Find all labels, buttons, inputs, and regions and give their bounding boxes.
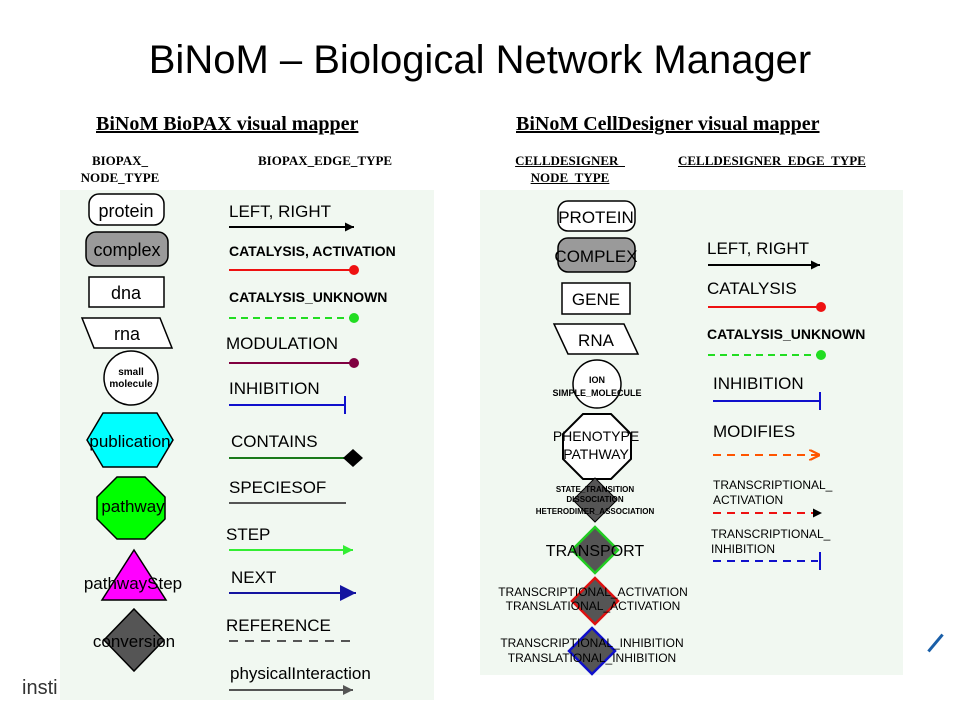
biopax-edge-left-right-label: LEFT, RIGHT	[229, 202, 331, 221]
biopax-node-pathway: pathway	[96, 476, 166, 540]
cd-edge-left-right-label: LEFT, RIGHT	[707, 239, 809, 258]
biopax-edge-speciesof: SPECIESOF	[229, 478, 346, 504]
biopax-edge-left-right: LEFT, RIGHT	[229, 202, 354, 232]
cd-node-transcriptional-inhibition-label: TRANSCRIPTIONAL_INHIBITION	[500, 636, 683, 650]
biopax-edge-next-label: NEXT	[231, 568, 276, 587]
celldesigner-node-header: CELLDESIGNER_ NODE_TYPE	[500, 152, 640, 186]
slide-title: BiNoM – Biological Network Manager	[148, 38, 812, 82]
cd-node-state-transition: STATE_TRANSITION DISSOCIATION HETERODIME…	[536, 477, 655, 523]
footer-org-text: insti	[22, 677, 58, 699]
cd-node-simple-molecule-label: SIMPLE_MOLECULE	[552, 388, 641, 398]
cd-node-translational-inhibition-label: TRANSLATIONAL_INHIBITION	[508, 651, 676, 665]
biopax-edge-header: BIOPAX_EDGE_TYPE	[258, 153, 393, 168]
celldesigner-edge-header: CELLDESIGNER_EDGE_TYPE	[678, 153, 866, 168]
biopax-edge-catalysis-unknown: CATALYSIS_UNKNOWN	[229, 289, 387, 323]
celldesigner-node-header-line2: NODE_TYPE	[530, 170, 610, 185]
cd-node-protein: PROTEIN	[557, 200, 636, 232]
biopax-edge-catalysis-activation-label: CATALYSIS, ACTIVATION	[229, 243, 396, 259]
biopax-node-protein: protein	[88, 193, 165, 226]
cd-edge-transcriptional-activation-label2: ACTIVATION	[713, 493, 783, 507]
cd-node-complex-label: COMPLEX	[554, 247, 637, 266]
biopax-edge-reference-label: REFERENCE	[226, 616, 331, 635]
cd-node-ion-label: ION	[589, 375, 605, 385]
biopax-panel-title: BiNoM BioPAX visual mapper	[96, 113, 359, 135]
cd-node-protein-label: PROTEIN	[558, 208, 634, 227]
cd-edge-transcriptional-activation-label1: TRANSCRIPTIONAL_	[713, 478, 833, 492]
cd-node-dissociation-label: DISSOCIATION	[566, 495, 623, 504]
biopax-edge-inhibition: INHIBITION	[229, 379, 346, 414]
cd-node-ion-simple-molecule: ION SIMPLE_MOLECULE	[552, 359, 642, 409]
biopax-edge-step-label: STEP	[226, 525, 270, 544]
cd-edge-transcriptional-inhibition-label2: INHIBITION	[711, 542, 775, 556]
biopax-edge-inhibition-label: INHIBITION	[229, 379, 320, 398]
biopax-node-rna-label: rna	[114, 324, 141, 344]
biopax-edge-physical-interaction: physicalInteraction	[229, 664, 371, 695]
cd-node-gene: GENE	[561, 282, 631, 315]
cd-node-pathway-label: PATHWAY	[563, 446, 629, 462]
cd-edge-transcriptional-inhibition-label1: TRANSCRIPTIONAL_	[711, 527, 831, 541]
biopax-edge-catalysis-unknown-label: CATALYSIS_UNKNOWN	[229, 289, 387, 305]
biopax-node-conversion: conversion	[93, 607, 175, 673]
cd-node-translational-activation-label: TRANSLATIONAL_ACTIVATION	[506, 599, 681, 613]
cd-edge-catalysis-label: CATALYSIS	[707, 279, 797, 298]
biopax-node-pathwaystep-label: pathwayStep	[84, 574, 182, 593]
cd-node-transcriptional-inhibition: TRANSCRIPTIONAL_INHIBITION TRANSLATIONAL…	[500, 626, 684, 676]
biopax-node-protein-label: protein	[98, 201, 153, 221]
biopax-node-molecule-label: molecule	[109, 379, 153, 390]
biopax-node-publication-label: publication	[89, 432, 170, 451]
cd-node-gene-label: GENE	[572, 290, 620, 309]
celldesigner-node-header-line1: CELLDESIGNER_	[515, 153, 625, 168]
cd-node-transport-label: TRANSPORT	[546, 543, 645, 560]
cd-node-rna: RNA	[552, 323, 640, 355]
cd-edge-transcriptional-activation: TRANSCRIPTIONAL_ ACTIVATION	[713, 478, 833, 518]
cd-node-rna-label: RNA	[578, 331, 615, 350]
cd-node-heterodimer-label: HETERODIMER_ASSOCIATION	[536, 507, 655, 516]
cd-node-transcriptional-activation-label: TRANSCRIPTIONAL_ACTIVATION	[498, 585, 688, 599]
biopax-node-publication: publication	[86, 412, 174, 468]
biopax-edge-reference: REFERENCE	[226, 616, 350, 642]
biopax-node-pathway-label: pathway	[101, 497, 165, 516]
biopax-node-small-molecule: small molecule	[103, 350, 159, 406]
biopax-edge-step: STEP	[226, 525, 353, 555]
biopax-edge-catalysis-activation: CATALYSIS, ACTIVATION	[229, 243, 396, 275]
biopax-edge-physical-interaction-label: physicalInteraction	[230, 664, 371, 683]
biopax-node-complex-label: complex	[93, 240, 160, 260]
cd-edge-modifies-label: MODIFIES	[713, 422, 795, 441]
biopax-node-conversion-label: conversion	[93, 632, 175, 651]
cd-node-phenotype-label: PHENOTYPE	[553, 428, 639, 444]
biopax-node-header: BIOPAX_ NODE_TYPE	[70, 152, 170, 186]
celldesigner-panel-title: BiNoM CellDesigner visual mapper	[516, 113, 820, 135]
cd-edge-catalysis-unknown-label: CATALYSIS_UNKNOWN	[707, 326, 865, 342]
cd-node-complex: COMPLEX	[554, 237, 638, 273]
cd-node-phenotype-pathway: PHENOTYPE PATHWAY	[553, 413, 639, 480]
cd-node-transport: TRANSPORT	[546, 525, 645, 575]
biopax-edge-contains-label: CONTAINS	[231, 432, 318, 451]
cd-edge-catalysis-unknown: CATALYSIS_UNKNOWN	[707, 326, 865, 360]
cd-node-state-transition-label: STATE_TRANSITION	[556, 485, 635, 494]
biopax-node-pathwaystep: pathwayStep	[84, 548, 182, 601]
biopax-node-rna: rna	[80, 317, 174, 349]
biopax-node-dna-label: dna	[111, 283, 142, 303]
biopax-edge-contains: CONTAINS	[229, 432, 363, 467]
cd-edge-catalysis: CATALYSIS	[707, 279, 826, 312]
biopax-edge-speciesof-label: SPECIESOF	[229, 478, 326, 497]
cd-edge-inhibition: INHIBITION	[713, 374, 821, 410]
celldesigner-panel	[480, 190, 903, 675]
biopax-node-header-line2: NODE_TYPE	[80, 170, 160, 185]
cd-node-transcriptional-activation: TRANSCRIPTIONAL_ACTIVATION TRANSLATIONAL…	[498, 576, 688, 626]
cd-edge-left-right: LEFT, RIGHT	[707, 239, 820, 270]
biopax-edge-next: NEXT	[229, 568, 356, 601]
biopax-edge-modulation-label: MODULATION	[226, 334, 338, 353]
biopax-node-complex: complex	[85, 231, 169, 267]
biopax-edge-modulation: MODULATION	[226, 334, 359, 368]
biopax-node-header-line1: BIOPAX_	[91, 153, 149, 168]
cd-edge-modifies: MODIFIES	[713, 422, 820, 455]
cd-edge-inhibition-label: INHIBITION	[713, 374, 804, 393]
cd-edge-transcriptional-inhibition: TRANSCRIPTIONAL_ INHIBITION	[711, 527, 831, 570]
biopax-node-dna: dna	[88, 276, 165, 308]
biopax-node-small-label: small	[118, 367, 144, 378]
